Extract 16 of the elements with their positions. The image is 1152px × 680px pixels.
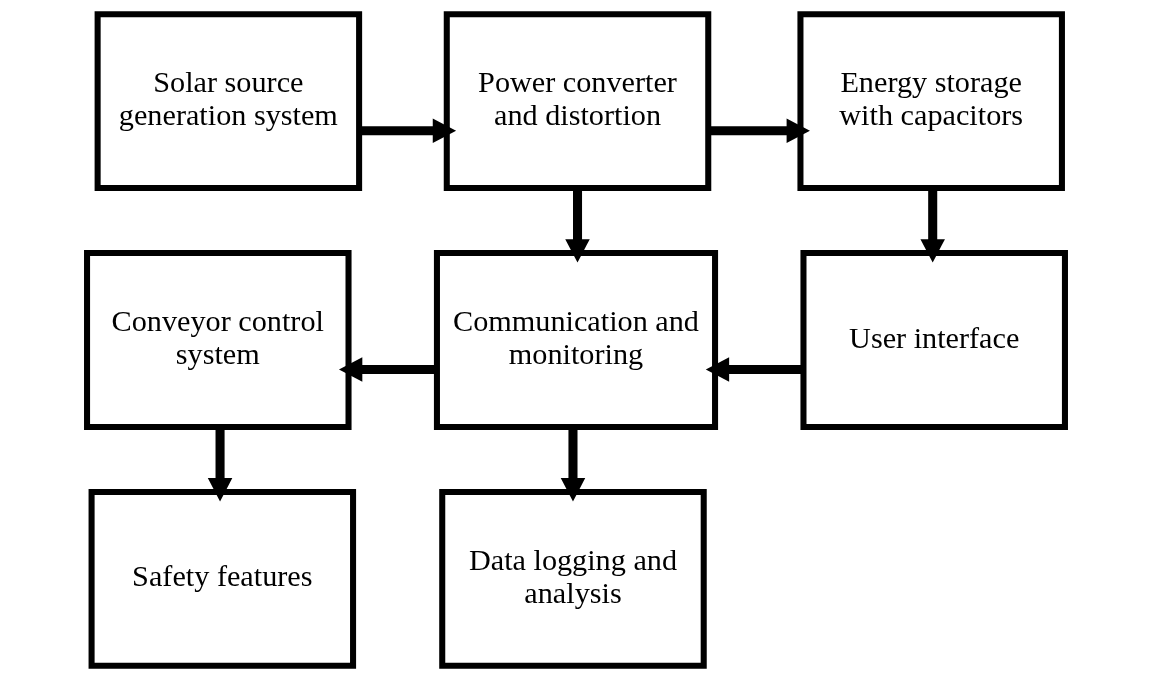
arrow [207, 427, 233, 502]
node-box: Safety features [88, 488, 357, 669]
arrow [920, 188, 945, 263]
arrow [565, 188, 590, 263]
arrow [359, 118, 457, 143]
arrow [705, 357, 804, 382]
node-box: Solar source generation system [94, 11, 363, 192]
node-box: Energy storage with capacitors [797, 11, 1065, 192]
arrow [338, 357, 437, 382]
node-box: Communication and monitoring [433, 250, 719, 430]
node-box: Power converter and distortion [443, 11, 712, 192]
arrow [560, 427, 586, 502]
arrow [708, 118, 810, 143]
node-box: User interface [800, 250, 1068, 430]
node-box: Data logging and analysis [439, 488, 707, 669]
node-box: Conveyor control system [84, 250, 352, 430]
